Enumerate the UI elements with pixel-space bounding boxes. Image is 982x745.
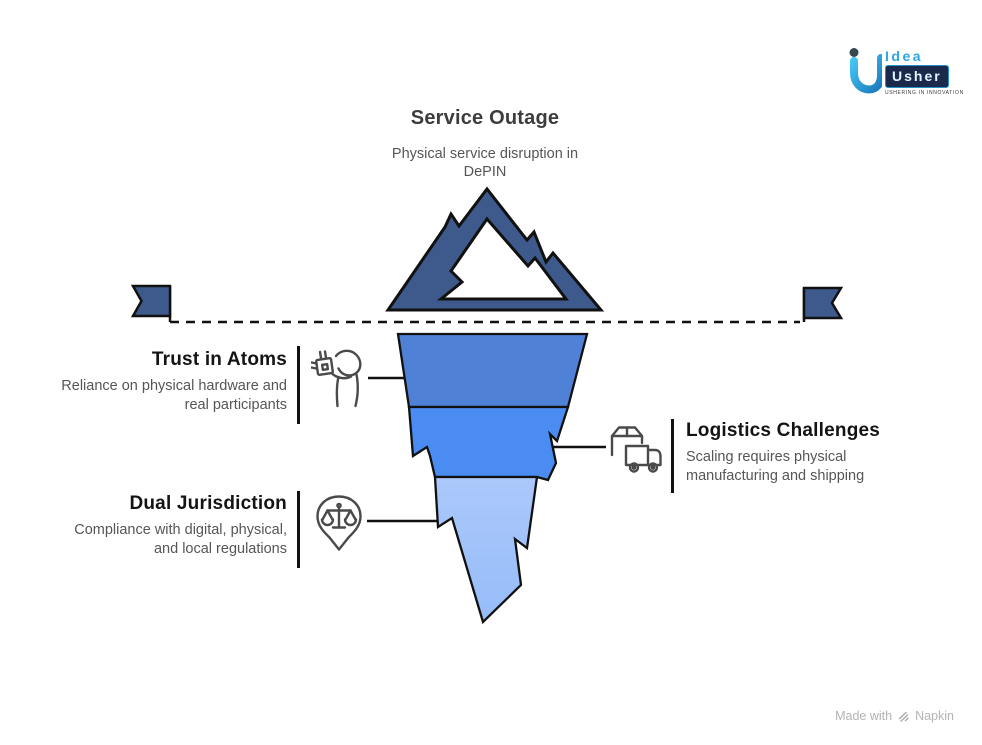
iceberg-tier-2 [407,405,570,482]
logo-tagline: USHERING IN INNOVATION [885,90,964,96]
logo-text-idea: Idea [885,48,924,64]
left-flag-icon [130,284,172,322]
made-with-label: Made with [835,709,893,723]
divider-trust [297,346,300,424]
idea-usher-logo: Idea Usher USHERING IN INNOVATION [846,46,964,96]
truck-package-icon [610,426,662,473]
header: Service Outage Physical service disrupti… [301,107,669,182]
iceberg-tier-1 [396,332,589,409]
section-dual-jurisdiction: Dual Jurisdiction Compliance with digita… [27,493,287,558]
made-with-napkin-footer: Made with Napkin [835,709,954,723]
hand-holding-chip-icon [311,349,362,408]
dual-description: Compliance with digital, physical, and l… [74,522,287,557]
dual-title: Dual Jurisdiction [129,493,287,514]
section-trust-in-atoms: Trust in Atoms Reliance on physical hard… [27,349,287,414]
napkin-brand-label: Napkin [915,709,954,723]
trust-title: Trust in Atoms [151,349,287,370]
page-title: Service Outage [410,107,560,129]
scales-location-pin-icon [316,495,362,551]
right-flag-icon [802,286,844,322]
idea-usher-u-glyph-icon [849,48,882,94]
napkin-logo-icon [898,711,909,722]
page-subtitle: Physical service disruption in DePIN [391,146,579,181]
divider-dual [297,491,300,568]
trust-description: Reliance on physical hardware and real p… [61,378,287,413]
iceberg-tier-3 [433,475,539,625]
logo-text-usher: Usher [885,65,949,88]
section-logistics-challenges: Logistics Challenges Scaling requires ph… [686,420,966,485]
logistics-description: Scaling requires physical manufacturing … [686,449,865,484]
logistics-title: Logistics Challenges [686,420,881,441]
divider-logistics [671,419,674,493]
mountain-peak-shape [385,186,605,312]
